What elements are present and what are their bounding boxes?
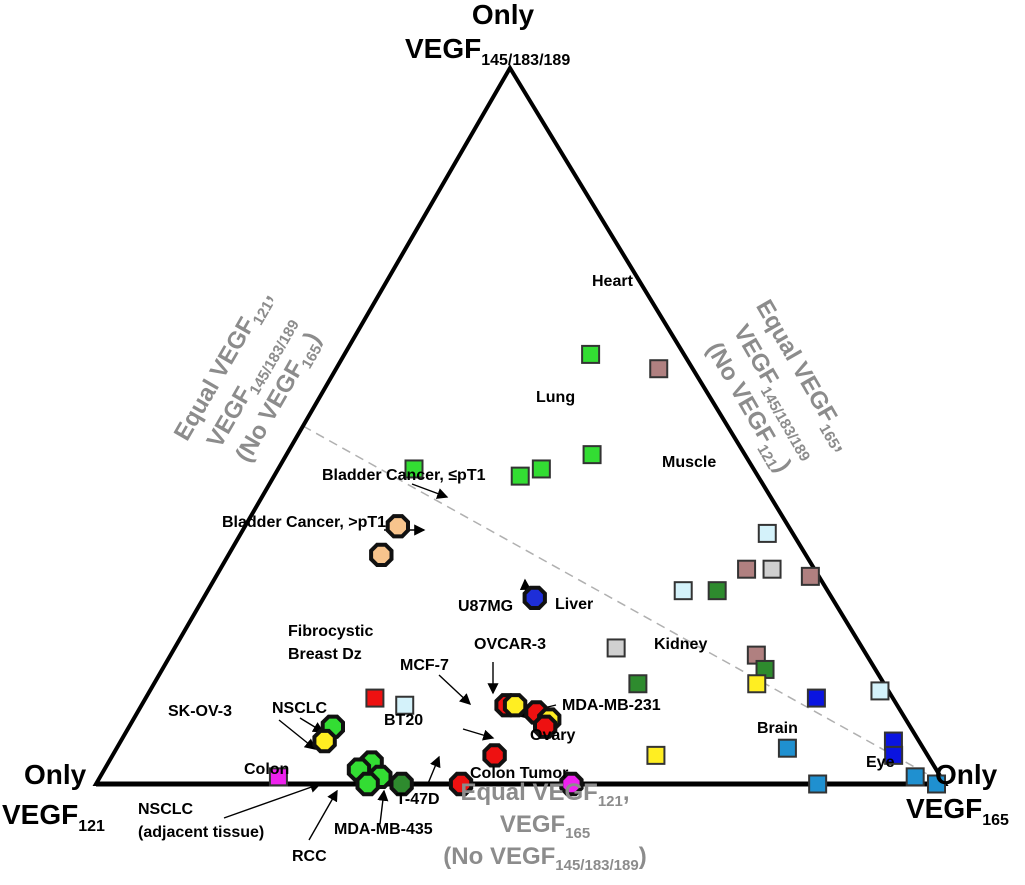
data-point-square-5 bbox=[510, 466, 530, 486]
right-edge-label: Equal VEGF165,VEGF145/183/189(No VEGF121… bbox=[701, 295, 858, 477]
data-point-square-7 bbox=[737, 559, 757, 579]
data-point-square-10 bbox=[673, 581, 693, 601]
arrow-bladder-low bbox=[411, 483, 449, 499]
label-liver: Liver bbox=[555, 596, 593, 613]
label-ovary: Ovary bbox=[530, 727, 575, 744]
edge-bottom-line-0: Equal VEGF121, bbox=[460, 779, 629, 810]
equal-121-145-line bbox=[302, 425, 946, 785]
watermark: 知乎 @卷毛哥的奇迹 bbox=[715, 826, 939, 854]
label-lung: Lung bbox=[536, 389, 575, 406]
label-brain: Brain bbox=[757, 720, 798, 737]
data-point-square-8 bbox=[762, 559, 782, 579]
label-u87mg: U87MG bbox=[458, 598, 513, 615]
data-point-octagon-39 bbox=[482, 743, 507, 768]
label-ovcar3: OVCAR-3 bbox=[474, 636, 546, 653]
corner-top-title: VEGF145/183/189 bbox=[405, 33, 570, 69]
arrow-mda-mb-435 bbox=[377, 789, 389, 825]
data-point-square-15 bbox=[628, 674, 648, 694]
corner-top-line1: Only bbox=[472, 0, 535, 30]
data-point-octagon-46 bbox=[559, 771, 584, 797]
data-point-square-25 bbox=[905, 767, 925, 787]
data-point-octagon-38 bbox=[312, 728, 337, 754]
data-point-square-16 bbox=[747, 674, 767, 694]
left-edge-label: Equal VEGF121,VEGF145/183/189(No VEGF165… bbox=[169, 285, 326, 467]
label-bladder-high: Bladder Cancer, >pT1 bbox=[222, 514, 386, 531]
data-point-square-11 bbox=[707, 581, 727, 601]
label-adjacent-tissue: (adjacent tissue) bbox=[138, 824, 264, 841]
label-breast-dz: Breast Dz bbox=[288, 646, 362, 663]
label-heart: Heart bbox=[592, 273, 634, 290]
data-point-square-4 bbox=[531, 459, 551, 479]
data-point-octagon-29 bbox=[385, 514, 410, 539]
label-mda-mb-231: MDA-MB-231 bbox=[562, 697, 661, 714]
arrow-mcf7 bbox=[438, 674, 472, 705]
label-mda-mb-435: MDA-MB-435 bbox=[334, 821, 433, 838]
data-point-octagon-30 bbox=[369, 542, 394, 567]
arrow-sk-ov-3 bbox=[278, 719, 317, 750]
arrow-t47d bbox=[426, 755, 441, 787]
label-bladder-low: Bladder Cancer, ≤pT1 bbox=[322, 467, 486, 484]
data-point-square-9 bbox=[800, 566, 820, 586]
data-point-square-26 bbox=[927, 774, 947, 794]
label-kidney: Kidney bbox=[654, 636, 707, 653]
edge-bottom-line-2: (No VEGF145/183/189) bbox=[443, 843, 646, 874]
data-point-square-19 bbox=[365, 688, 385, 708]
label-bt20: BT20 bbox=[384, 712, 423, 729]
label-mcf7: MCF-7 bbox=[400, 657, 449, 674]
data-point-square-1 bbox=[649, 359, 669, 379]
label-t47d: T-47D bbox=[396, 791, 440, 808]
data-point-square-28 bbox=[268, 767, 288, 787]
label-colon-tumor: Colon Tumor bbox=[470, 765, 568, 782]
data-point-square-27 bbox=[808, 774, 828, 794]
data-point-square-0 bbox=[581, 344, 601, 364]
data-point-square-22 bbox=[777, 738, 797, 758]
data-point-octagon-44 bbox=[389, 771, 414, 797]
label-sk-ov-3: SK-OV-3 bbox=[168, 703, 232, 720]
label-muscle: Muscle bbox=[662, 454, 716, 471]
label-nsclc-adjacent: NSCLC bbox=[138, 801, 194, 818]
label-rcc: RCC bbox=[292, 848, 327, 865]
corner-left-title: VEGF121 bbox=[2, 799, 105, 835]
corner-right-title: VEGF165 bbox=[906, 793, 1009, 829]
data-point-square-3 bbox=[404, 459, 424, 479]
data-point-square-20 bbox=[395, 695, 415, 715]
data-point-square-6 bbox=[757, 523, 777, 543]
data-point-octagon-36 bbox=[533, 714, 558, 739]
edge-bottom-line-1: VEGF165 bbox=[500, 811, 590, 842]
data-point-octagon-33 bbox=[502, 693, 528, 718]
label-nsclc: NSCLC bbox=[272, 700, 328, 717]
data-point-square-23 bbox=[646, 745, 666, 765]
data-point-octagon-45 bbox=[448, 771, 474, 797]
data-point-square-17 bbox=[870, 681, 890, 701]
bottom-edge-label: Equal VEGF121,VEGF165(No VEGF145/183/189… bbox=[443, 779, 646, 874]
data-point-octagon-31 bbox=[522, 585, 547, 610]
arrow-nsclc-adjacent bbox=[223, 781, 322, 819]
data-point-square-24 bbox=[884, 745, 904, 765]
corner-left-line1: Only bbox=[24, 759, 87, 790]
label-fibrocystic: Fibrocystic bbox=[288, 623, 373, 640]
data-point-square-2 bbox=[582, 445, 602, 465]
label-colon: Colon bbox=[244, 761, 289, 778]
arrow-bt20 bbox=[462, 728, 495, 741]
arrow-rcc bbox=[308, 789, 338, 841]
corner-right-line1: Only bbox=[935, 759, 998, 790]
data-point-square-12 bbox=[606, 638, 626, 658]
data-point-square-18 bbox=[806, 688, 826, 708]
label-eye: Eye bbox=[866, 754, 895, 771]
data-point-octagon-43 bbox=[355, 771, 380, 797]
